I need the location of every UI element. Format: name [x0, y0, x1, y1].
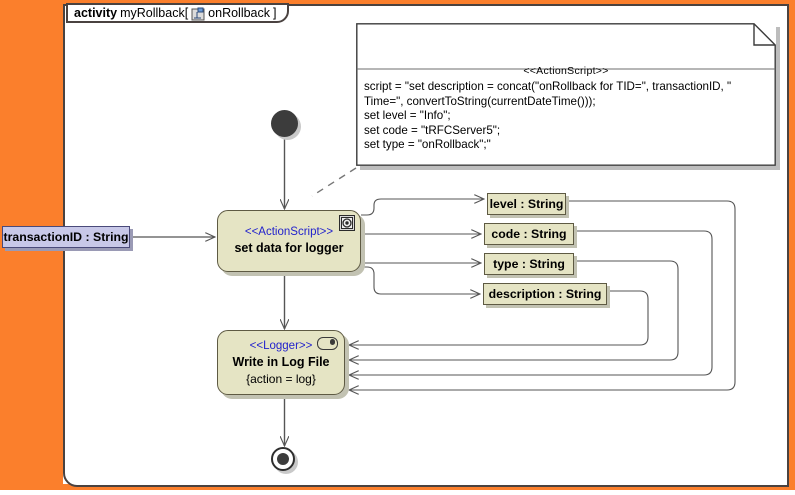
output-parameter-code[interactable]: code : String	[484, 223, 574, 245]
logger-pill-icon[interactable]	[317, 337, 338, 350]
activity-operation: onRollback	[208, 6, 271, 20]
activity-frame-title[interactable]: activity myRollback[ onRollback ]	[66, 3, 289, 23]
input-parameter-transaction-id[interactable]: transactionID : String	[2, 226, 130, 248]
selection-border-bottom	[0, 484, 795, 490]
logger-constraint: {action = log}	[246, 371, 316, 386]
output-parameter-level[interactable]: level : String	[487, 193, 566, 215]
activity-title-close: ]	[273, 6, 277, 20]
set-data-stereotype: <<ActionScript>>	[244, 226, 334, 238]
logger-label: Write in Log File	[232, 354, 330, 369]
action-node-set-data-for-logger[interactable]: <<ActionScript>> set data for logger	[217, 210, 361, 272]
output-parameter-description[interactable]: description : String	[483, 283, 607, 305]
activity-icon	[191, 7, 205, 21]
initial-node[interactable]	[271, 110, 298, 137]
final-node[interactable]	[271, 447, 295, 471]
script-gear-icon[interactable]	[339, 215, 355, 231]
note-script-text: script = "set description = concat("onRo…	[364, 80, 732, 152]
note-shape	[356, 23, 776, 166]
actionscript-note[interactable]: <<ActionScript>> script = "set descripti…	[356, 23, 776, 166]
activity-keyword: activity	[74, 6, 118, 20]
set-data-label: set data for logger	[234, 241, 344, 255]
action-node-write-in-log-file[interactable]: <<Logger>> Write in Log File {action = l…	[217, 330, 345, 395]
selection-border-top	[0, 0, 795, 4]
selection-border-right	[789, 0, 795, 488]
activity-name: myRollback[	[120, 6, 189, 20]
output-parameter-type[interactable]: type : String	[484, 253, 574, 275]
logger-stereotype: <<Logger>>	[249, 339, 313, 352]
note-stereotype: <<ActionScript>>	[523, 65, 609, 77]
